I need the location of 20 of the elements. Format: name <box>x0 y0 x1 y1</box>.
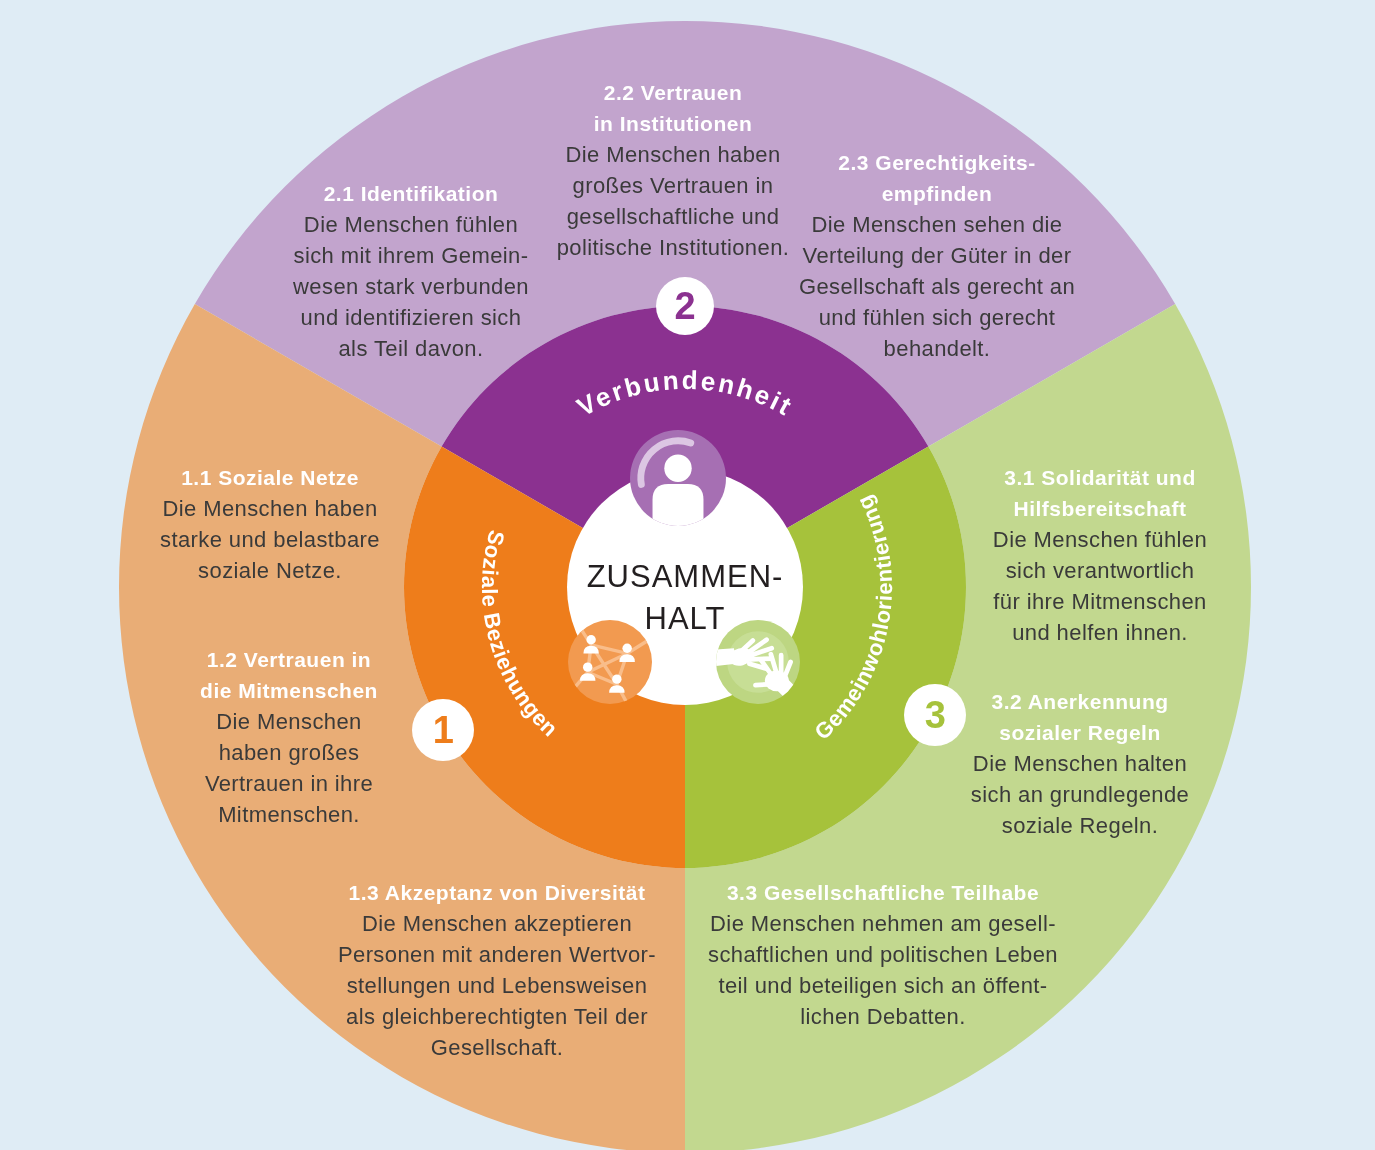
subdimension-description: Die Menschen haben großes Vertrauen in ihre Mitmenschen. <box>203 708 375 829</box>
subdimension-description: Die Menschen haben großes Vertrauen in gesellschaftliche und politische Institutionen. <box>555 141 791 262</box>
subdimension-heading: 2.1 Identifikation <box>322 181 500 207</box>
subdimension-heading: 3.3 Gesellschaftliche Teilhabe <box>725 880 1041 906</box>
subdimension-heading: 3.2 Anerkennung sozialer Regeln <box>990 689 1170 746</box>
subdimension-description: Die Menschen halten sich an grundlegende soziale Regeln. <box>969 750 1191 840</box>
center-label: ZUSAMMEN- HALT <box>586 558 784 638</box>
subdimension-description: Die Menschen nehmen am gesell- schaftlichen und politischen Leben teil und beteiligen sich an öffent- lichen Debatten. <box>707 910 1059 1031</box>
subdimension-description: Die Menschen akzeptieren Personen mit anderen Wertvor- stellungen und Lebensweisen als gleichberechtigten Teil der Gesellschaft. <box>336 910 658 1062</box>
subdimension-heading: 1.2 Vertrauen in die Mitmenschen <box>199 647 379 704</box>
subdimension-description: Die Menschen sehen die Verteilung der Güter in der Gesellschaft als gerecht an und fühlen sich gerecht behandelt. <box>797 211 1077 363</box>
subdimension-heading: 1.3 Akzeptanz von Diversität <box>347 880 647 906</box>
subdimension-description: Die Menschen haben starke und belastbare soziale Netze. <box>159 495 381 585</box>
subdimension-heading: 2.3 Gerechtigkeits- empfinden <box>837 150 1037 207</box>
center-circle <box>567 430 803 705</box>
subdimension-heading: 2.2 Vertrauen in Institutionen <box>592 80 754 137</box>
subdimension-heading: 3.1 Solidarität und Hilfsbereitschaft <box>1003 465 1197 522</box>
subdimension-description: Die Menschen fühlen sich mit ihrem Gemein- wesen stark verbunden und identifizieren sich als Teil davon. <box>292 211 530 363</box>
subdimension-heading: 1.1 Soziale Netze <box>180 465 360 491</box>
subdimension-description: Die Menschen fühlen sich verantwortlich für ihre Mitmenschen und helfen ihnen. <box>991 526 1209 647</box>
